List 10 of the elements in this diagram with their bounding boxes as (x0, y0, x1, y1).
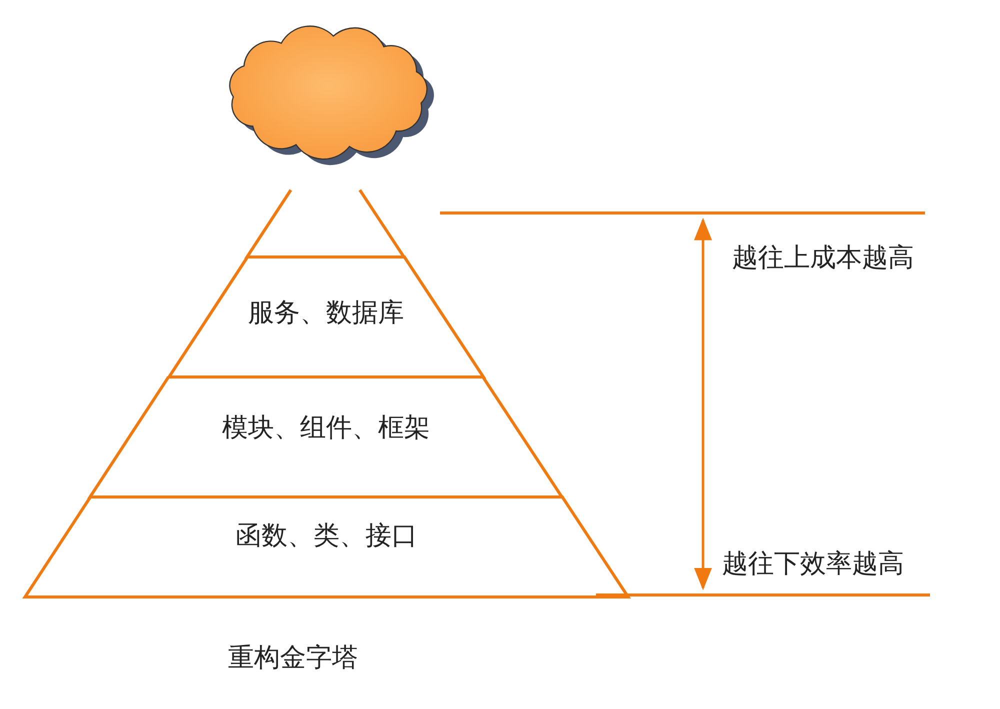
tier-label: 服务、数据库 (246, 297, 405, 330)
side-note: 越往上成本越高 (732, 242, 914, 275)
caption: 重构金字塔 (228, 642, 358, 675)
pyramid-tier (90, 377, 562, 497)
pyramid-tier (168, 257, 484, 377)
tier-label: 模块、组件、框架 (221, 412, 432, 445)
pyramid-tier (24, 497, 628, 597)
pyramid-tier (247, 190, 404, 257)
tier-label: 函数、类、接口 (234, 520, 418, 553)
side-note: 越往下效率越高 (722, 548, 904, 581)
